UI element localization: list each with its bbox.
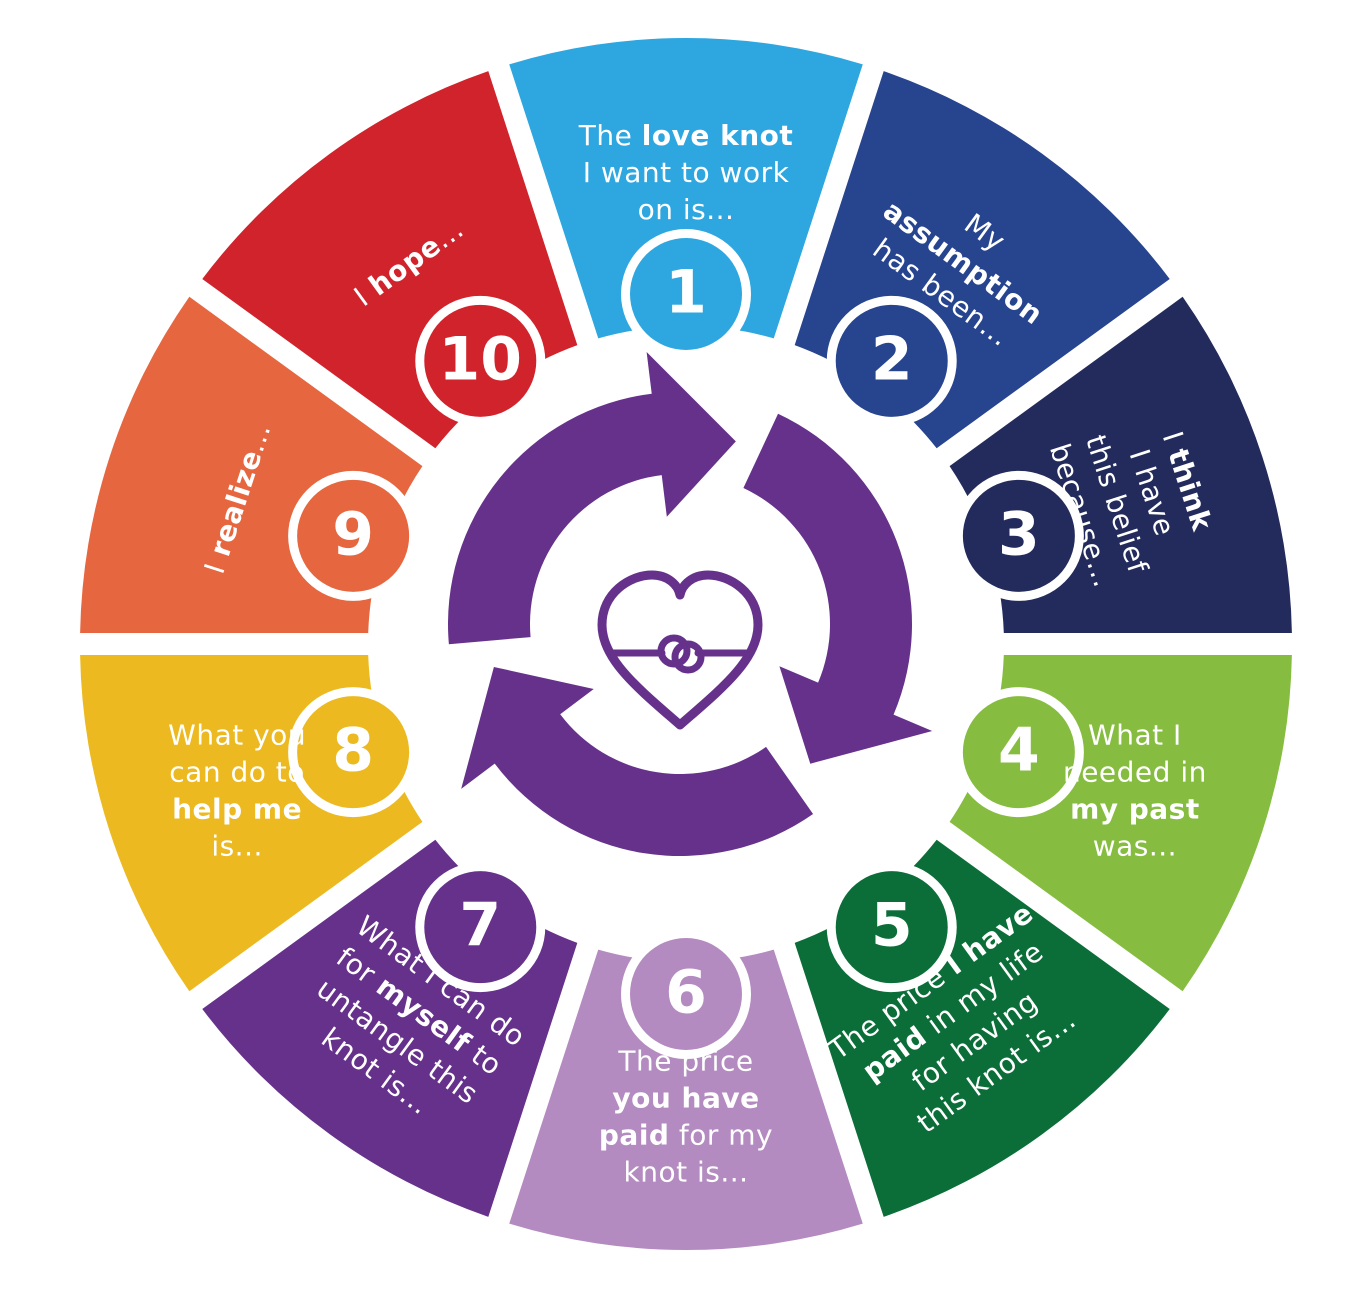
badge-circle (297, 696, 410, 809)
step-number-6: 6 (665, 958, 707, 1028)
label-run: I want to work (583, 156, 790, 189)
label-run: is... (211, 829, 263, 862)
label-run: What you (168, 718, 306, 751)
label-run: for my (669, 1119, 773, 1152)
segment-1 (509, 37, 863, 339)
step-badge-4: 4 (953, 687, 1084, 818)
badge-circle (424, 304, 537, 417)
step-number-8: 8 (332, 716, 374, 786)
badge-circle (962, 479, 1075, 592)
label-run: The price (617, 1045, 753, 1078)
badge-circle (835, 871, 948, 984)
label-run: What I (1088, 718, 1182, 751)
segment-6 (509, 949, 863, 1250)
step-number-7: 7 (459, 891, 501, 961)
cycle-arrow-1 (448, 352, 736, 645)
badge-circle (630, 238, 742, 350)
step-badge-10: 10 (415, 295, 546, 426)
badge-circle (424, 871, 537, 984)
badge-circle (835, 304, 948, 417)
label-run: help me (172, 792, 302, 825)
step-number-3: 3 (998, 499, 1040, 569)
label-run: can do to (169, 755, 305, 788)
label-run: love knot (642, 119, 794, 152)
center-cycle (448, 352, 933, 857)
step-badge-7: 7 (415, 862, 546, 993)
label-run: on is... (638, 193, 735, 226)
cycle-arrow-2 (743, 413, 933, 764)
step-badge-8: 8 (288, 687, 419, 818)
badges-layer: 1 2 3 4 5 6 7 8 9 10 (288, 229, 1084, 1059)
cycle-arrow-3 (461, 666, 814, 857)
step-number-10: 10 (439, 324, 523, 394)
badge-circle (297, 479, 410, 592)
segment-label-1: The love knot I want to work on is... (578, 119, 793, 226)
badge-circle (630, 938, 742, 1050)
label-run: The (578, 119, 642, 152)
label-run: you have (612, 1082, 759, 1115)
label-run: knot is... (623, 1156, 748, 1189)
step-number-1: 1 (665, 258, 707, 328)
step-badge-9: 9 (288, 470, 419, 601)
step-badge-2: 2 (826, 295, 957, 426)
step-number-5: 5 (871, 891, 913, 961)
step-number-4: 4 (998, 716, 1040, 786)
label-run: my past (1070, 792, 1200, 825)
label-run: was... (1093, 829, 1177, 862)
segment-label-6: The price you have paid for my knot is... (599, 1045, 773, 1189)
label-run: needed in (1063, 755, 1207, 788)
step-badge-1: 1 (621, 229, 751, 359)
knot-loop-right (671, 640, 705, 674)
badge-circle (962, 696, 1075, 809)
label-run: paid (599, 1119, 670, 1152)
step-badge-3: 3 (953, 470, 1084, 601)
cycle-arrows (448, 352, 933, 857)
segment-label-8: What you can do to help me is... (168, 718, 306, 862)
step-badge-5: 5 (826, 862, 957, 993)
step-badge-6: 6 (621, 929, 751, 1059)
heart-outline (597, 570, 763, 730)
step-number-9: 9 (332, 499, 374, 569)
step-number-2: 2 (871, 324, 913, 394)
heart-knot-icon (597, 570, 763, 730)
segment-label-4: What I needed in my past was... (1063, 718, 1207, 862)
